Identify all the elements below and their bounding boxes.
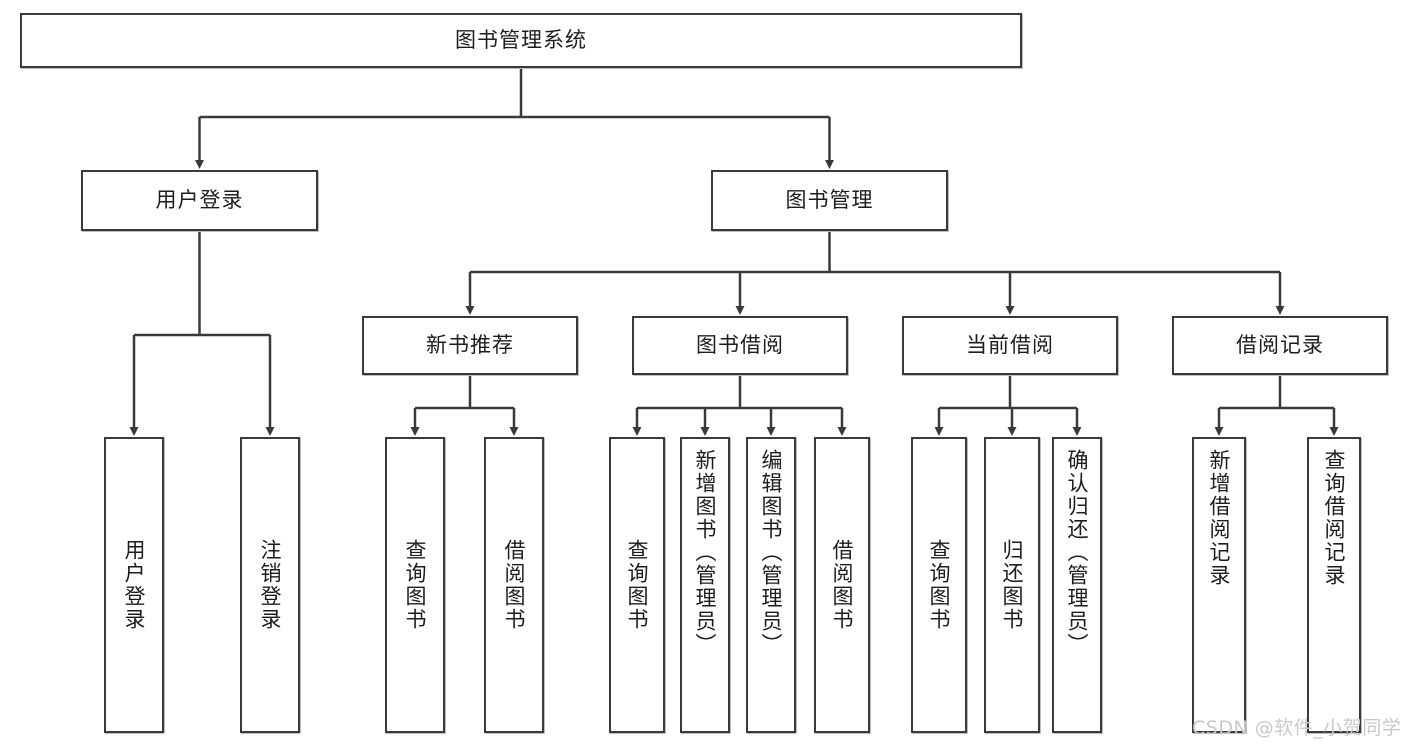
node-leaf-cur-query-book[interactable]: 查询图书 [911,437,967,733]
node-root[interactable]: 图书管理系统 [20,13,1022,68]
node-leaf-user-login[interactable]: 用户登录 [104,437,164,733]
node-label: 查询借阅记录 [1322,449,1347,587]
node-leaf-cur-confirm-return[interactable]: 确认归还（管理员） [1052,437,1102,733]
node-label: 注销登录 [258,539,283,631]
node-borrow-record[interactable]: 借阅记录 [1172,316,1388,375]
node-label: 用户登录 [122,539,147,631]
node-label: 当前借阅 [966,332,1054,357]
node-leaf-rec-add-record[interactable]: 新增借阅记录 [1192,437,1246,733]
node-label: 归还图书 [1000,539,1025,631]
node-new-book-recommend[interactable]: 新书推荐 [362,316,578,375]
node-label: 新书推荐 [426,332,514,357]
node-book-manage[interactable]: 图书管理 [711,170,948,231]
node-label: 图书借阅 [696,332,784,357]
node-label: 借阅图书 [830,539,855,631]
node-label: 图书管理 [785,187,874,212]
node-label: 确认归还（管理员） [1065,449,1090,656]
watermark-credit: CSDN @软件_小贺同学 [1192,717,1402,739]
node-current-borrow[interactable]: 当前借阅 [902,316,1118,375]
node-label: 新增借阅记录 [1207,449,1232,587]
node-label: 查询图书 [927,539,952,631]
node-label: 借阅记录 [1236,332,1324,357]
node-leaf-borrow-borrow-book[interactable]: 借阅图书 [814,437,870,733]
node-leaf-rec-query-book[interactable]: 查询图书 [385,437,445,733]
node-label: 编辑图书（管理员） [759,449,784,656]
node-leaf-user-logout[interactable]: 注销登录 [240,437,300,733]
node-label: 用户登录 [155,187,244,212]
node-leaf-rec-borrow-book[interactable]: 借阅图书 [484,437,544,733]
node-leaf-rec-query-record[interactable]: 查询借阅记录 [1307,437,1361,733]
node-book-borrow[interactable]: 图书借阅 [632,316,848,375]
node-label: 查询图书 [625,539,650,631]
node-label: 新增图书（管理员） [693,449,718,656]
node-leaf-borrow-edit-book[interactable]: 编辑图书（管理员） [746,437,796,733]
node-leaf-cur-return-book[interactable]: 归还图书 [984,437,1040,733]
node-user-login[interactable]: 用户登录 [81,170,318,231]
node-label: 查询图书 [403,539,428,631]
node-label: 图书管理系统 [455,27,587,52]
node-leaf-borrow-query-book[interactable]: 查询图书 [609,437,665,733]
node-label: 借阅图书 [502,539,527,631]
node-leaf-borrow-add-book[interactable]: 新增图书（管理员） [680,437,730,733]
